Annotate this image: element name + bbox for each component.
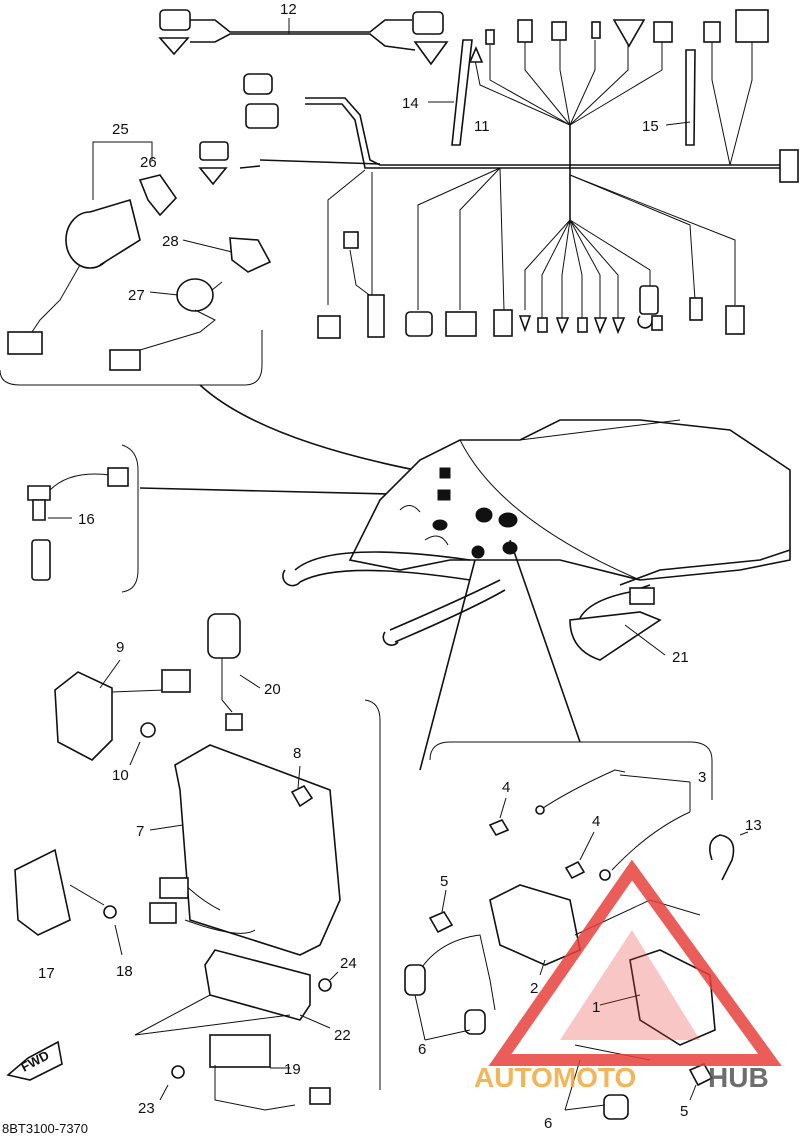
watermark-brand-part1: AUTOMOTO [474, 1062, 636, 1093]
watermark-logo: AUTOMOTO HUB [474, 859, 782, 1093]
ref-label-19: 19 [284, 1061, 301, 1078]
bolt-8 [290, 784, 314, 808]
ignition-group [404, 741, 749, 1120]
connector-12-a [159, 9, 191, 31]
ref-label-27: 27 [128, 287, 145, 304]
electronic-units-group [14, 613, 381, 1111]
key-26 [138, 174, 178, 217]
ref-label-17: 17 [38, 965, 55, 982]
plug-cap-6-c [603, 1094, 629, 1120]
ref-label-14: 14 [402, 95, 419, 112]
clip-13 [709, 834, 735, 881]
connector-11-top-a [243, 73, 273, 95]
ref-label-24: 24 [340, 955, 357, 972]
wire-harness-assembly [158, 9, 799, 339]
ref-label-15: 15 [642, 118, 659, 135]
plug-cap-6-a [404, 964, 426, 996]
ref-label-8: 8 [293, 745, 301, 762]
connector-11-left-b [198, 167, 228, 186]
regulator-9 [54, 671, 113, 761]
connector-12-d [413, 41, 449, 66]
ref-label-4a: 4 [502, 779, 510, 796]
watermark-brand-part2: HUB [708, 1062, 769, 1093]
snowmobile-body [139, 384, 791, 771]
ref-label-2: 2 [530, 980, 538, 997]
ref-label-28: 28 [162, 233, 179, 250]
ref-label-23: 23 [138, 1100, 155, 1117]
ref-label-6a: 6 [418, 1041, 426, 1058]
ref-label-18: 18 [116, 963, 133, 980]
connector-11-right [779, 149, 799, 183]
ref-label-5a: 5 [440, 873, 448, 890]
connector-11-b1 [317, 315, 341, 339]
ref-label-25: 25 [112, 121, 129, 138]
connector-9 [161, 669, 191, 693]
ref-label-4b: 4 [592, 813, 600, 830]
ref-label-7: 7 [136, 823, 144, 840]
bolt-4-a [488, 818, 510, 837]
ref-label-9: 9 [116, 639, 124, 656]
ref-label-13: 13 [745, 817, 762, 834]
connector-11-left-a [199, 141, 229, 161]
bracket-22 [204, 949, 311, 1021]
ref-label-6b: 6 [544, 1115, 552, 1132]
ref-label-16: 16 [78, 511, 95, 528]
clamp-5-a [428, 910, 454, 934]
reference-labels: 12 14 11 15 25 26 28 27 16 21 9 20 10 8 … [38, 1, 762, 1132]
ref-label-1: 1 [592, 999, 600, 1016]
catalog-code: 8BT3100-7370 [2, 1121, 88, 1136]
ref-label-20: 20 [264, 681, 281, 698]
ref-label-26: 26 [140, 154, 157, 171]
connector-12-b [158, 37, 190, 56]
cap-28 [229, 237, 272, 273]
plug-cap-6-b [464, 1009, 486, 1035]
indicator-27 [176, 278, 214, 312]
ref-label-3: 3 [698, 769, 706, 786]
watermark-triangle-icon [488, 859, 782, 1066]
connector-11-top-b [245, 103, 279, 129]
ref-label-21: 21 [672, 649, 689, 666]
fwd-badge: FWD [6, 1040, 63, 1081]
cable-tie-14 [451, 39, 473, 146]
bolt-4-b [564, 860, 586, 880]
main-switch-group [0, 141, 272, 386]
ref-label-10: 10 [112, 767, 129, 784]
bolt-18 [103, 905, 117, 919]
relay-19 [209, 1034, 271, 1068]
cdi-unit-7 [174, 744, 341, 956]
ref-label-11: 11 [474, 118, 490, 135]
ref-label-5b: 5 [680, 1103, 688, 1120]
connector-12-c [412, 11, 444, 35]
ref-label-22: 22 [334, 1027, 351, 1044]
ignition-coil-2 [489, 884, 581, 966]
bolt-23 [171, 1065, 185, 1079]
connector-27 [109, 349, 141, 371]
stop-switch-group [27, 444, 139, 593]
connector-25 [7, 331, 43, 355]
ref-label-12: 12 [280, 1, 297, 18]
ignition-coil-1 [629, 949, 716, 1046]
bolt-24 [318, 978, 332, 992]
stop-switch-16 [27, 485, 51, 501]
bolt-10 [140, 722, 156, 738]
cable-21 [569, 584, 666, 661]
cable-tie-15 [685, 49, 696, 146]
condenser-20 [207, 613, 241, 659]
resistor-17 [14, 848, 71, 936]
